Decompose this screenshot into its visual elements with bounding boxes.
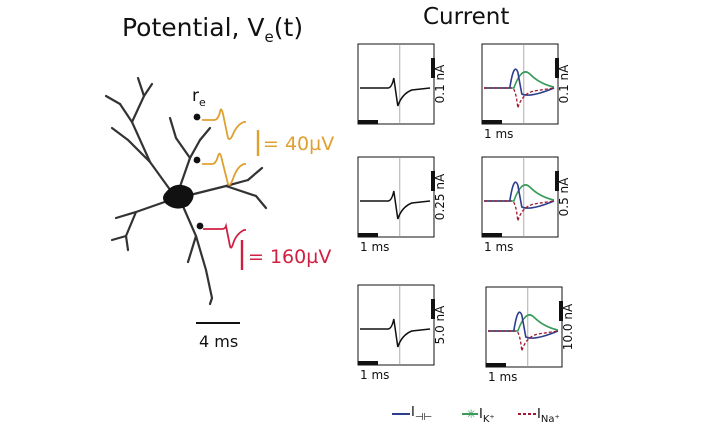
panel-time-label: 1 ms — [484, 127, 513, 141]
panel-time-label: 1 ms — [360, 368, 389, 382]
panel-frame — [357, 284, 435, 366]
panel-amplitude-label: 0.1 nA — [557, 64, 571, 104]
capacitive-current-trace — [484, 181, 555, 209]
time-scale-label: 4 ms — [199, 332, 238, 351]
amplitude-scale-upper: = 40µV — [263, 133, 334, 155]
legend-label-capacitive: I — [411, 405, 415, 420]
svg-text:Potential, Ve(t): Potential, Ve(t) — [122, 13, 303, 46]
potential-trace-upper — [202, 108, 246, 141]
current-panel-6: 10.0 nA 1 ms — [485, 286, 575, 384]
panel-amplitude-label: 0.25 nA — [433, 173, 447, 220]
panel-amplitude-label: 0.1 nA — [433, 64, 447, 104]
legend-star-icon: ✳ — [466, 407, 476, 421]
current-section: Current — [423, 4, 509, 30]
svg-text:re: re — [192, 86, 206, 109]
current-panel-2: 0.1 nA 1 ms — [481, 43, 571, 141]
potential-title: Potential, V — [122, 13, 265, 42]
current-panel-3: 0.25 nA 1 ms — [357, 156, 447, 254]
svg-text:IK⁺: IK⁺ — [479, 407, 495, 425]
total-current-trace — [360, 318, 431, 348]
capacitive-current-trace — [484, 68, 555, 96]
capacitive-current-trace — [488, 311, 559, 339]
total-current-trace — [360, 77, 431, 107]
amplitude-scale-lower: = 160µV — [248, 246, 331, 268]
panel-time-label: 1 ms — [360, 240, 389, 254]
legend-label-sodium: I — [537, 407, 541, 422]
legend-sub-sodium: Na⁺ — [541, 414, 560, 425]
current-panel-5: 5.0 nA 1 ms — [357, 284, 447, 382]
legend-sub-capacitive: ⊣⊢ — [415, 412, 432, 423]
panel-amplitude-label: 10.0 nA — [561, 303, 575, 350]
current-title: Current — [423, 4, 509, 30]
electrode-dot-middle — [193, 156, 201, 164]
panel-amplitude-label: 0.5 nA — [557, 177, 571, 217]
current-panel-4: 0.5 nA 1 ms — [481, 156, 571, 254]
potential-trace-middle — [202, 152, 246, 186]
panel-amplitude-label: 5.0 nA — [433, 305, 447, 345]
neuron-soma — [163, 184, 194, 209]
svg-text:I⊣⊢: I⊣⊢ — [411, 405, 432, 423]
potential-title-sub: e — [265, 28, 274, 46]
potential-title-tail: (t) — [274, 13, 303, 42]
electrode-dot-lower — [196, 222, 204, 230]
potential-trace-lower — [203, 222, 246, 249]
potential-section: Potential, Ve(t) re — [104, 13, 334, 351]
legend-sub-potassium: K⁺ — [483, 414, 495, 425]
electrode-dot-upper — [193, 113, 201, 121]
panel-frame — [357, 43, 435, 125]
panel-time-label: 1 ms — [484, 240, 513, 254]
electrode-label: r — [192, 86, 199, 106]
potassium-current-trace — [488, 314, 559, 332]
legend-label-potassium: I — [479, 407, 483, 422]
panel-time-label: 1 ms — [488, 370, 517, 384]
svg-text:INa⁺: INa⁺ — [537, 407, 560, 425]
legend: I⊣⊢ ✳ IK⁺ INa⁺ — [392, 405, 560, 425]
current-panel-1: 0.1 nA — [357, 43, 447, 125]
neuron-morphology — [104, 76, 268, 306]
total-current-trace — [360, 190, 431, 220]
potassium-current-trace — [484, 184, 555, 202]
electrode-label-sub: e — [199, 96, 206, 109]
potassium-current-trace — [484, 71, 555, 89]
panel-frame — [357, 156, 435, 238]
